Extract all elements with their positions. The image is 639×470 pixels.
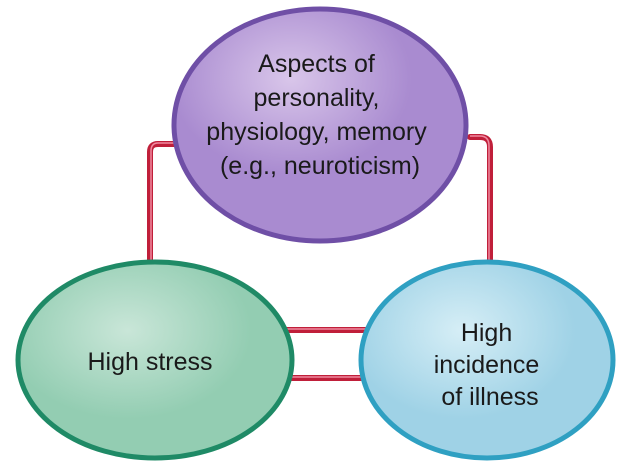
node-illness: High incidence of illness bbox=[358, 259, 616, 461]
node-high-stress: High stress bbox=[15, 259, 295, 461]
node-illness-label: High incidence of illness bbox=[434, 319, 547, 411]
node-aspects-label: Aspects of personality, physiology, memo… bbox=[206, 50, 433, 180]
node-aspects: Aspects of personality, physiology, memo… bbox=[171, 6, 469, 244]
node-high-stress-label: High stress bbox=[87, 348, 212, 376]
